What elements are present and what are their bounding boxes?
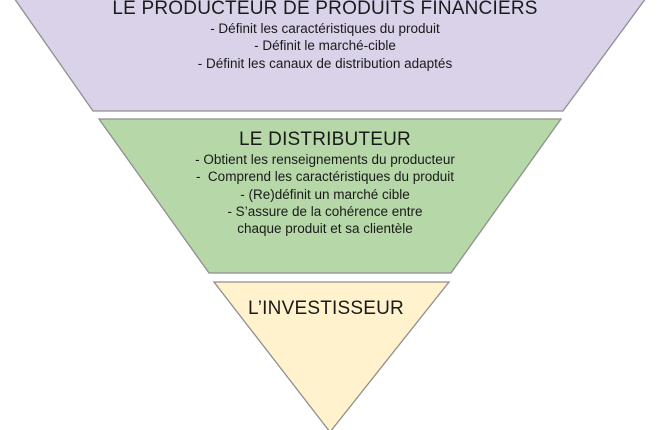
tier-distributeur-shape xyxy=(97,118,563,274)
tier-distributeur-title: LE DISTRIBUTEUR xyxy=(239,129,411,150)
tier-distributeur-line: - (Re)définit un marché cible xyxy=(240,186,410,202)
tier-investisseur-title: L’INVESTISSEUR xyxy=(248,298,404,319)
tier-producteur-shape xyxy=(14,0,646,112)
tier-distributeur-line: - Comprend les caractéristiques du produ… xyxy=(195,169,455,185)
tier-distributeur: LE DISTRIBUTEUR - Obtient les renseignem… xyxy=(110,129,540,237)
tier-producteur-line: - Définit les canaux de distribution ada… xyxy=(197,55,453,71)
tier-producteur-title: LE PRODUCTEUR DE PRODUITS FINANCIERS xyxy=(112,0,538,19)
tier-producteur: LE PRODUCTEUR DE PRODUITS FINANCIERS - D… xyxy=(100,0,550,72)
tier-distributeur-line: - Obtient les renseignements du producte… xyxy=(195,152,455,167)
tier-producteur-line: - Définit le marché-cible xyxy=(254,38,396,54)
tier-investisseur: L’INVESTISSEUR xyxy=(216,298,436,320)
tier-producteur-line: - Définit les caractéristiques du produi… xyxy=(210,21,440,36)
tier-investisseur-shape xyxy=(212,281,451,430)
tier-distributeur-line: chaque produit et sa clientèle xyxy=(237,221,413,237)
tier-distributeur-line: - S’assure de la cohérence entre xyxy=(227,203,423,219)
